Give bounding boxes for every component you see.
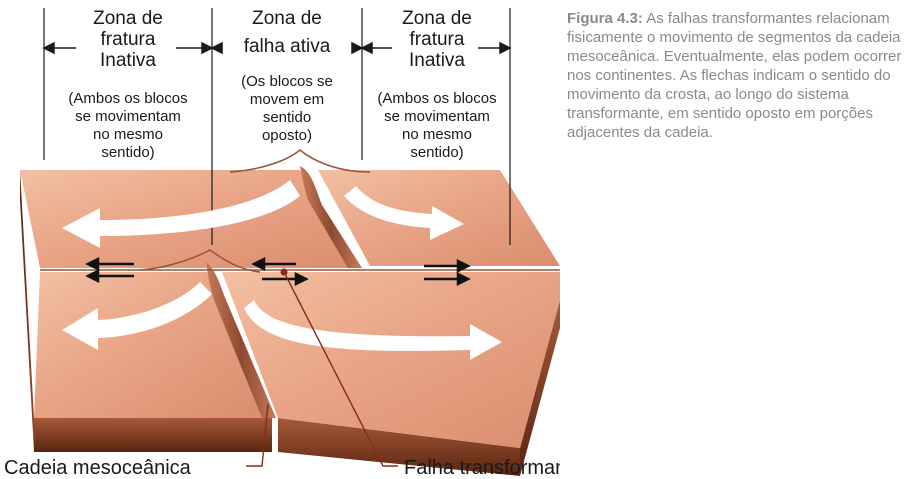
zone-right-title-1: Zona de bbox=[402, 8, 472, 29]
ridge-label: Cadeia mesoceânica bbox=[4, 457, 192, 479]
zone-left-title-2: fratura bbox=[101, 29, 156, 50]
fault-label: Falha transformante bbox=[404, 457, 560, 479]
zone-center-desc-4: oposto) bbox=[262, 127, 312, 144]
zone-right-desc-1: (Ambos os blocos bbox=[377, 90, 496, 107]
zone-left-desc-1: (Ambos os blocos bbox=[68, 90, 187, 107]
crust-block-lower-right bbox=[222, 272, 560, 448]
crust-front-face bbox=[34, 418, 272, 452]
figure-caption: Figura 4.3: As falhas transformantes rel… bbox=[567, 9, 917, 142]
zone-right-title-3: Inativa bbox=[409, 50, 465, 71]
zone-left-desc-4: sentido) bbox=[101, 144, 154, 161]
zone-right-desc-3: no mesmo bbox=[402, 126, 472, 143]
crust-block-lower-left bbox=[34, 272, 262, 418]
zone-center-desc-3: sentido bbox=[263, 109, 311, 126]
ridge-shoulder-upper bbox=[230, 150, 370, 172]
zone-right-desc-4: sentido) bbox=[410, 144, 463, 161]
zone-left-title-3: Inativa bbox=[100, 50, 156, 71]
zone-right-title-2: fratura bbox=[410, 29, 465, 50]
zone-left-desc-2: se movimentam bbox=[75, 108, 181, 125]
caption-text: As falhas transformantes relacionam fisi… bbox=[567, 10, 901, 141]
zone-center-title-1: Zona de bbox=[252, 8, 322, 29]
zone-center-desc-2: movem em bbox=[250, 91, 324, 108]
zone-center-title-2: falha ativa bbox=[244, 36, 331, 57]
zone-left-title-1: Zona de bbox=[93, 8, 163, 29]
zone-center-desc-1: (Os blocos se bbox=[241, 73, 333, 90]
zone-right-desc-2: se movimentam bbox=[384, 108, 490, 125]
caption-label: Figura 4.3: bbox=[567, 10, 643, 27]
zone-left-desc-3: no mesmo bbox=[93, 126, 163, 143]
transform-fault-diagram: Zona de fratura Inativa (Ambos os blocos… bbox=[0, 0, 560, 479]
